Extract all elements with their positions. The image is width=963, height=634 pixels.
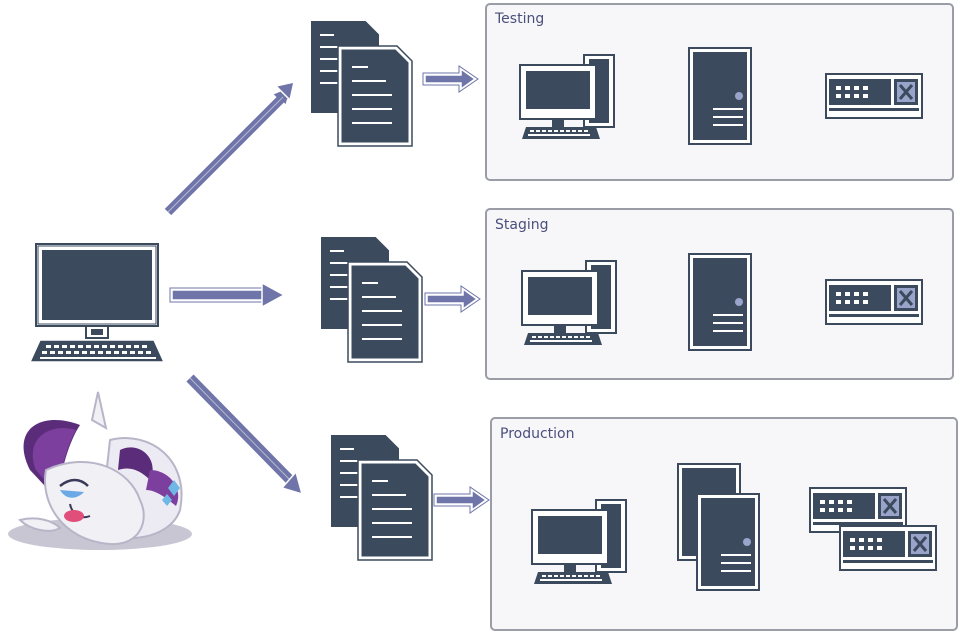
testing-label: Testing [495,11,545,27]
testing-documents-icon [308,18,414,148]
sleeping-pony-illustration [8,391,192,550]
testing-switch-icon [824,72,924,120]
arrow-into-staging [424,285,481,313]
arrow-into-production [433,486,490,514]
staging-server-icon [688,253,752,351]
staging-label: Staging [495,217,549,233]
staging-switch-icon [824,278,924,326]
production-server-icon-front [696,493,760,591]
arrow-to-testing [164,81,295,216]
staging-documents-icon [318,234,424,364]
testing-server-icon [688,47,752,145]
arrow-to-production [186,374,304,496]
arrow-into-testing [422,65,479,93]
developer-computer-icon [28,243,166,363]
arrow-to-staging [169,281,286,309]
production-switch-icon-front [838,524,938,572]
production-label: Production [500,426,575,442]
production-documents-icon [328,432,434,562]
